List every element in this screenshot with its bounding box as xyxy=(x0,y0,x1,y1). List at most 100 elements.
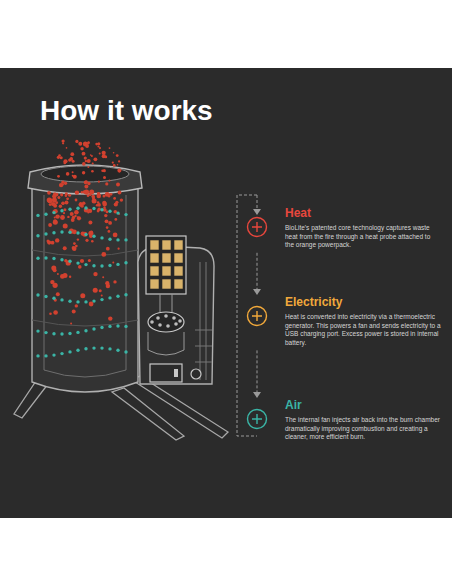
fan-hole xyxy=(158,323,162,327)
fire-particle xyxy=(47,198,52,203)
fire-particle xyxy=(73,242,76,245)
fire-particle xyxy=(55,201,58,204)
bracket-arrow-line xyxy=(257,195,258,210)
fire-particle xyxy=(56,193,58,195)
air-dot xyxy=(92,346,95,349)
fire-particle xyxy=(63,208,66,211)
fire-particle xyxy=(92,198,97,203)
fire-particle xyxy=(102,276,104,278)
air-dot xyxy=(52,353,55,356)
fire-particle xyxy=(64,182,67,185)
air-dot xyxy=(84,263,87,266)
fire-particle xyxy=(63,223,68,228)
fire-particle xyxy=(80,293,85,298)
air-dot xyxy=(60,352,63,355)
teg-cell xyxy=(162,279,171,289)
air-dot xyxy=(116,349,119,352)
fire-particle xyxy=(79,203,82,206)
fire-particle xyxy=(59,205,62,208)
fire-particle xyxy=(89,234,93,238)
air-dot xyxy=(44,354,47,357)
fire-particle xyxy=(65,201,69,205)
fire-particle xyxy=(54,220,57,223)
fire-particle xyxy=(60,274,65,279)
teg-cell xyxy=(174,266,183,276)
flow-line xyxy=(257,253,258,289)
fire-particle xyxy=(60,156,63,159)
fire-particle xyxy=(109,180,111,182)
fire-particle xyxy=(47,241,51,245)
air-dot xyxy=(124,350,127,353)
icon-ring xyxy=(248,218,267,237)
fire-particle xyxy=(80,147,83,150)
fire-particle xyxy=(60,193,63,196)
air-dot xyxy=(60,298,63,301)
air-dot xyxy=(52,211,55,214)
fire-particle xyxy=(101,252,106,257)
plus-icon xyxy=(246,216,268,238)
fire-particle xyxy=(78,265,82,269)
fire-particle xyxy=(66,147,68,149)
stove-opening xyxy=(41,166,129,182)
fire-particle xyxy=(118,191,122,195)
fire-particle xyxy=(62,139,65,142)
fire-particle xyxy=(113,233,118,238)
fire-particle xyxy=(104,214,107,217)
battery xyxy=(150,364,182,382)
fire-particle xyxy=(87,182,90,185)
fire-particle xyxy=(114,218,117,221)
fire-particle xyxy=(59,183,63,187)
fire-particle xyxy=(47,191,51,195)
air-dot xyxy=(100,298,103,301)
fire-particle xyxy=(108,230,111,233)
fire-particle xyxy=(84,181,88,185)
fire-particle xyxy=(117,169,121,173)
teg-cell xyxy=(150,253,159,263)
air-dot xyxy=(60,258,63,261)
teg-cell xyxy=(150,240,159,250)
fire-particle xyxy=(83,141,87,145)
fire-particle xyxy=(95,143,98,146)
air-dot xyxy=(108,264,111,267)
fire-particle xyxy=(75,245,78,248)
fire-particle xyxy=(105,192,110,197)
air-dot xyxy=(60,332,63,335)
step-node: ElectricityHeat is converted into electr… xyxy=(246,295,446,347)
fire-particle xyxy=(75,140,78,143)
air-dot xyxy=(68,208,71,211)
air-dot xyxy=(36,354,39,357)
fire-particle xyxy=(87,166,89,168)
fire-particle xyxy=(99,289,102,292)
fire-particle xyxy=(62,202,65,205)
air-dot xyxy=(44,295,47,298)
fan-hole xyxy=(166,324,170,328)
fire-particle xyxy=(101,170,103,172)
air-dot xyxy=(108,210,111,213)
air-dot xyxy=(68,350,71,353)
leg xyxy=(112,388,184,440)
teg-cell xyxy=(150,266,159,276)
air-dot xyxy=(44,331,47,334)
fire-particle xyxy=(55,214,59,218)
fire-particle xyxy=(49,313,52,316)
fire-particle xyxy=(60,215,65,220)
fire-particle xyxy=(106,247,110,251)
air-dot xyxy=(52,297,55,300)
air-dot xyxy=(100,346,103,349)
fire-particle xyxy=(97,145,99,147)
air-dot xyxy=(36,293,39,296)
stove-rim xyxy=(28,165,142,194)
plus-icon xyxy=(246,305,268,327)
air-dot xyxy=(108,325,111,328)
fire-particles xyxy=(47,139,124,324)
air-dot xyxy=(100,236,103,239)
fire-particle xyxy=(113,164,116,167)
fan-hole xyxy=(178,319,182,323)
air-dot xyxy=(84,347,87,350)
air-dot xyxy=(36,329,39,332)
fire-particle xyxy=(113,197,116,200)
fire-particle xyxy=(50,280,54,284)
air-dot xyxy=(60,230,63,233)
step-description: Heat is converted into electricity via a… xyxy=(285,313,441,347)
air-dot xyxy=(52,257,55,260)
